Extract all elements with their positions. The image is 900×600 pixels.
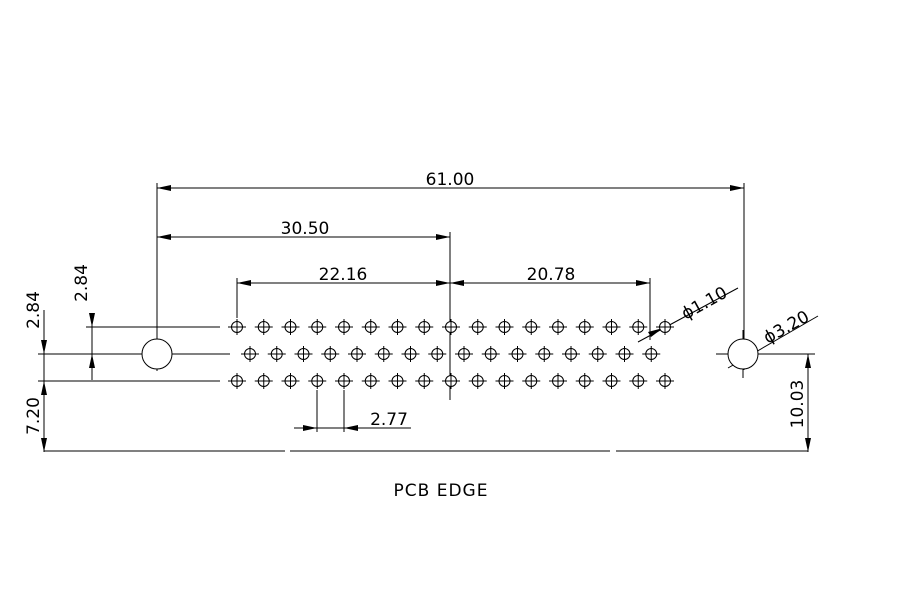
pcb-edge-caption: PCB EDGE: [394, 481, 489, 501]
dim-pin-hole-diameter: ϕ1.10: [678, 283, 731, 324]
dim-arrow: [436, 280, 450, 286]
dim-row-pitch-outer: 2.84: [24, 291, 44, 329]
dim-left-pin-span: 22.16: [319, 265, 368, 285]
dim-mount-hole-diameter: ϕ3.20: [760, 307, 813, 348]
dim-arrow: [157, 234, 171, 240]
dim-arrow: [303, 425, 317, 431]
dim-arrow: [636, 280, 650, 286]
dim-arrow: [805, 354, 811, 368]
dim-arrow: [436, 234, 450, 240]
dim-pin-pitch: 2.77: [370, 410, 408, 430]
dim-arrow: [89, 313, 95, 327]
dim-arrow: [237, 280, 251, 286]
dimension-lines: [38, 183, 819, 452]
mounting-hole-left: [141, 338, 173, 370]
dim-overall-width: 61.00: [426, 170, 475, 190]
dim-arrow: [157, 185, 171, 191]
dim-half-width: 30.50: [281, 219, 330, 239]
dim-arrow: [648, 328, 663, 337]
pin-holes: [228, 319, 674, 389]
mounting-hole-right: [727, 338, 759, 370]
dim-row-pitch: 2.84: [72, 264, 92, 302]
dim-edge-offset-right: 10.03: [788, 380, 808, 429]
dim-arrow: [41, 381, 47, 395]
dim-arrow: [344, 425, 358, 431]
dim-arrow: [41, 340, 47, 354]
dim-arrow: [41, 438, 47, 452]
dim-right-pin-span: 20.78: [527, 265, 576, 285]
dim-arrow: [89, 354, 95, 368]
dim-arrow: [450, 280, 464, 286]
dim-arrow: [805, 438, 811, 452]
dim-arrow: [730, 185, 744, 191]
dim-edge-offset-left: 7.20: [24, 397, 44, 435]
